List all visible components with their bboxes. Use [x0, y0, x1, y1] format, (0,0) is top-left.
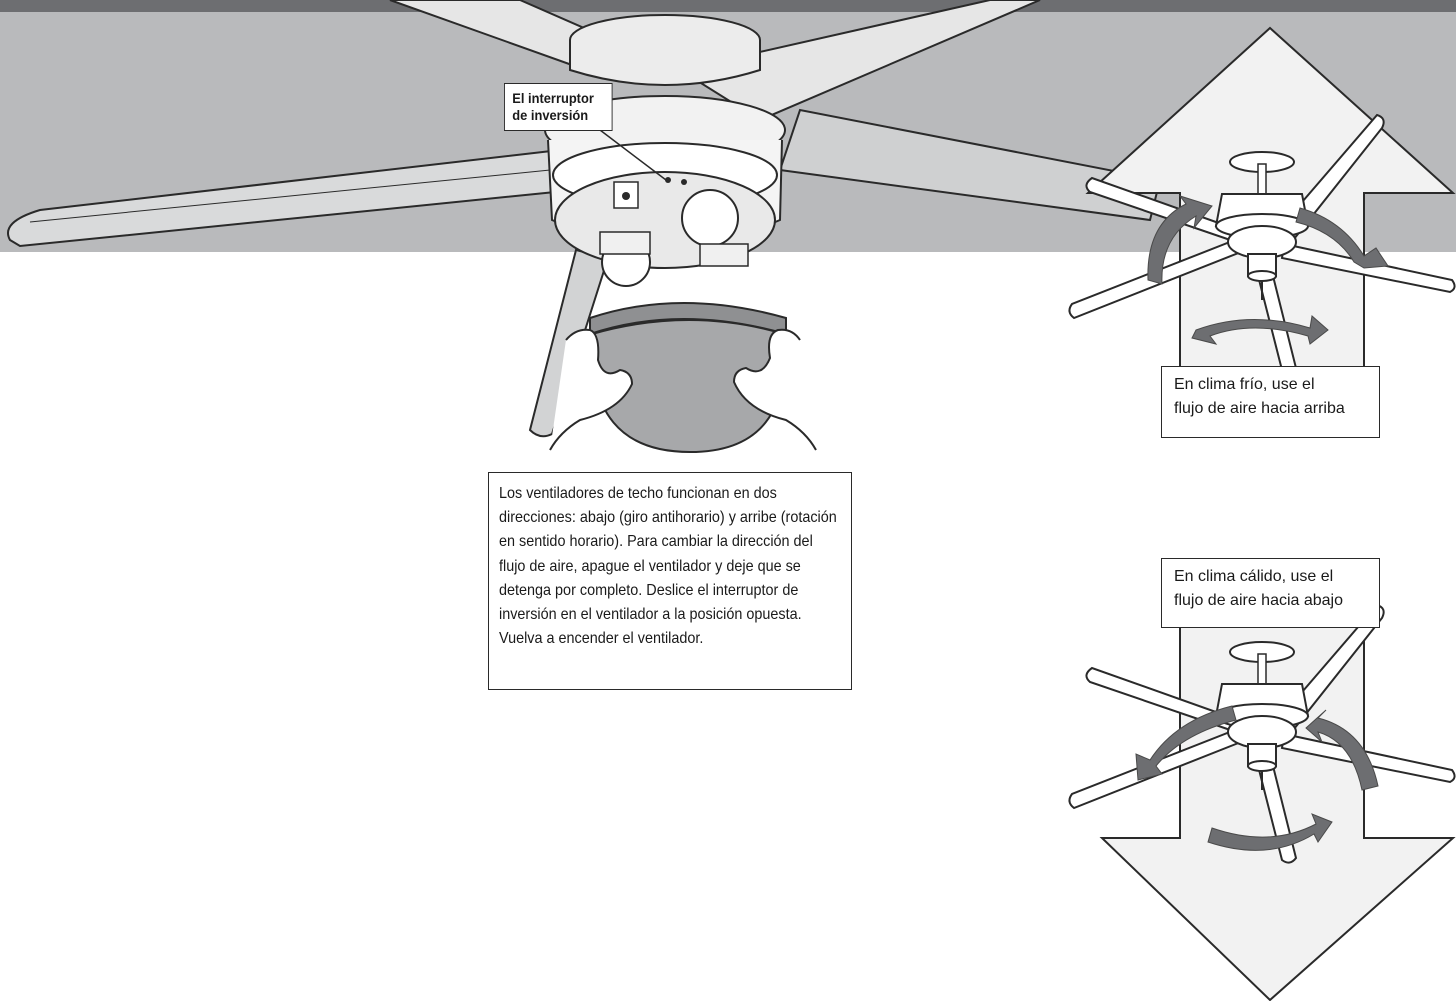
upward-rotation-arrows: [1147, 195, 1389, 345]
hands-holding-glass-bowl: [549, 302, 817, 454]
instructions-box: Los ventiladores de techo funcionan en d…: [488, 472, 852, 690]
main-fan-illustration: [7, 0, 1162, 438]
reverse-switch-label-line-1: El interruptor: [512, 90, 594, 106]
warm-weather-label-line-1: En clima cálido, use el: [1174, 568, 1334, 585]
cold-weather-label-line-2: flujo de aire hacia arriba: [1174, 400, 1345, 417]
reverse-switch-label: El interruptor de inversión: [504, 83, 613, 131]
reverse-switch-label-line-2: de inversión: [512, 107, 589, 123]
cold-weather-label-line-1: En clima frío, use el: [1174, 376, 1315, 393]
cold-weather-label: En clima frío, use el flujo de aire haci…: [1161, 366, 1380, 438]
header-bar: [0, 0, 1456, 12]
instructions-text: Los ventiladores de techo funcionan en d…: [499, 485, 837, 648]
downward-rotation-arrows: [1135, 705, 1379, 851]
warm-weather-label: En clima cálido, use el flujo de aire ha…: [1161, 558, 1380, 628]
warm-weather-label-line-2: flujo de aire hacia abajo: [1174, 592, 1344, 609]
